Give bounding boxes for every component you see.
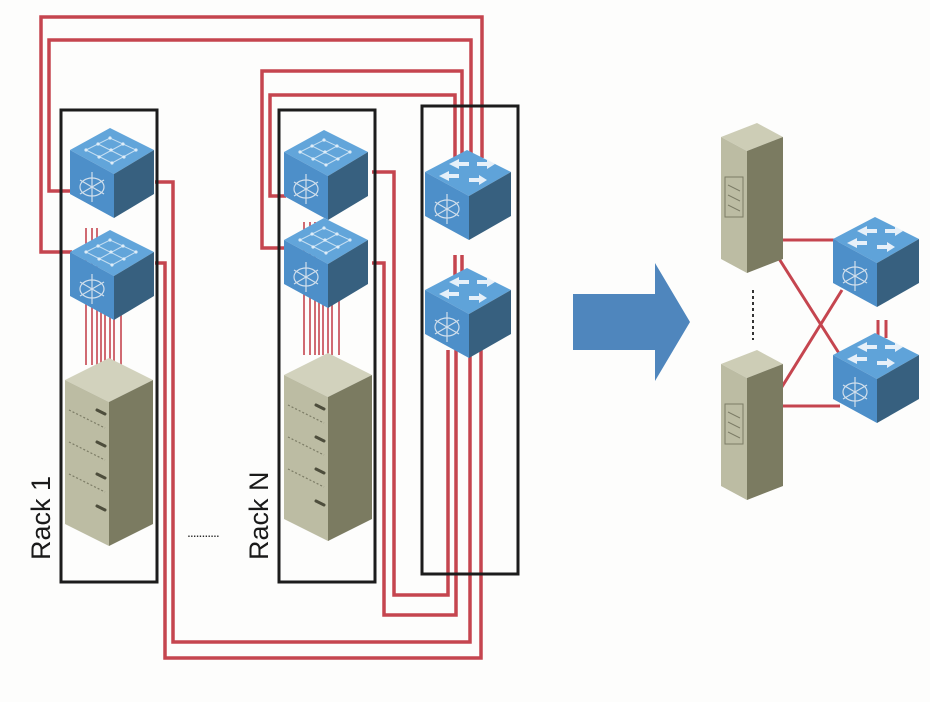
rack-outline <box>59 108 159 584</box>
cable <box>155 261 483 660</box>
rack-n: Rack N <box>244 108 377 584</box>
tor-switch-icon <box>283 129 369 221</box>
cable <box>39 15 484 254</box>
rack-label: Rack 1 <box>26 476 56 560</box>
right-topology <box>720 122 920 501</box>
aggregation-rack <box>420 104 520 576</box>
uplink-cables <box>39 15 484 660</box>
cable <box>47 38 473 193</box>
tor-switch-icon <box>69 127 155 219</box>
cable <box>260 69 464 250</box>
cable <box>372 170 450 597</box>
cable <box>372 261 458 617</box>
rack-1: Rack 1 <box>26 108 159 584</box>
left-topology: Rack 1 ........... Rack N <box>26 15 520 660</box>
cable <box>268 93 457 198</box>
server-rack-icon <box>282 351 374 543</box>
tor-switch-icon <box>283 217 369 309</box>
rack-outline <box>420 104 520 576</box>
tor-switch-icon <box>69 229 155 321</box>
server-rack-icon <box>63 356 155 548</box>
aggregation-switch-icon <box>424 149 512 241</box>
cable <box>778 289 844 391</box>
switch-icon <box>832 332 920 424</box>
switch-icon <box>832 216 920 308</box>
cable <box>774 253 844 359</box>
rack-ellipsis: ........... <box>187 524 219 540</box>
server-tower-icon <box>720 349 784 501</box>
rack-label: Rack N <box>244 471 274 560</box>
transition-arrow-icon <box>573 263 690 381</box>
aggregation-switch-icon <box>424 267 512 359</box>
rack-outline <box>277 108 377 584</box>
server-tower-icon <box>720 122 784 274</box>
cable <box>155 180 472 644</box>
